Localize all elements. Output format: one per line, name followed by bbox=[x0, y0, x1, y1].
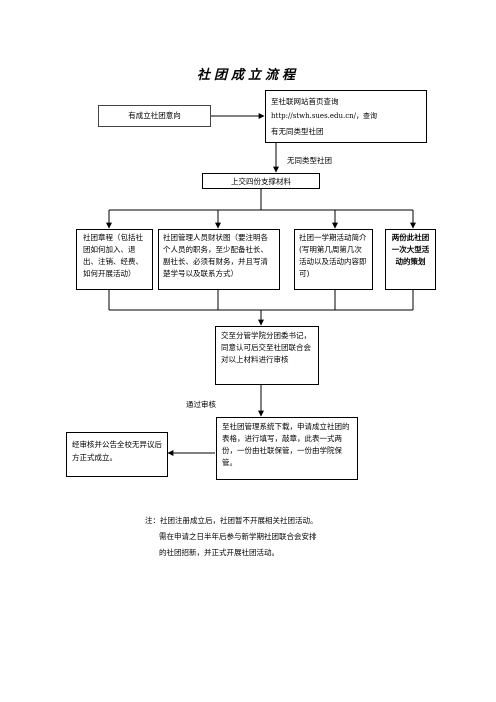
check-site-line2: http://stwh.sues.edu.cn/，查询 bbox=[271, 112, 378, 120]
check-site-box: 至社联网站首页查询 http://stwh.sues.edu.cn/，查询 有无… bbox=[265, 90, 427, 143]
material-activity-box: 社团一学期活动简介(写明第几周第几次活动以及活动内容即可) bbox=[294, 229, 373, 290]
submit-four-text: 上交四份支撑材料 bbox=[231, 177, 291, 186]
passed-review-label: 通过审核 bbox=[186, 400, 216, 409]
approval-box: 经审核并公告全校无异议后方正式成立。 bbox=[66, 432, 168, 477]
material-management-text: 社团管理人员财状图（要注明各个人员的职务，至少配备社长、副社长、必须有财务，并且… bbox=[163, 233, 268, 278]
download-form-box: 至社团管理系统下载，申请成立社团的表格，进行填写，敲章，此表一式两份，一份由社联… bbox=[216, 417, 358, 480]
material-activity-text: 社团一学期活动简介(写明第几周第几次活动以及活动内容即可) bbox=[299, 233, 367, 278]
check-site-line3: 有无同类型社团 bbox=[271, 127, 324, 136]
no-same-type-label: 无同类型社团 bbox=[287, 156, 332, 165]
material-charter-box: 社团章程（包括社团如何加入、退出、注销、经费、如何开展活动） bbox=[76, 229, 153, 290]
approval-text: 经审核并公告全校无异议后方正式成立。 bbox=[72, 440, 162, 462]
note-line1: 注：社团注册成立后，社团暂不开展相关社团活动。 bbox=[145, 516, 318, 525]
intent-text: 有成立社团意向 bbox=[128, 111, 181, 120]
material-management-box: 社团管理人员财状图（要注明各个人员的职务，至少配备社长、副社长、必须有财务，并且… bbox=[158, 229, 280, 290]
note-line2: 需在申请之日半年后参与新学期社团联合会安排 bbox=[159, 532, 317, 541]
material-plan-box: 两份此社团一次大型活动的策划 bbox=[385, 229, 436, 290]
check-site-line1: 至社联网站首页查询 bbox=[271, 97, 339, 106]
submit-four-box: 上交四份支撑材料 bbox=[202, 173, 320, 189]
page-title: 社团成立流程 bbox=[196, 68, 299, 83]
note-line3: 的社团招新，并正式开展社团活动。 bbox=[159, 548, 279, 557]
committee-review-box: 交至分管学院分团委书记，同意认可后交至社团联合会对以上材料进行审核 bbox=[215, 326, 319, 385]
download-form-text: 至社团管理系统下载，申请成立社团的表格，进行填写，敲章，此表一式两份，一份由社联… bbox=[222, 422, 350, 467]
committee-review-text: 交至分管学院分团委书记，同意认可后交至社团联合会对以上材料进行审核 bbox=[221, 331, 311, 364]
material-charter-text: 社团章程（包括社团如何加入、退出、注销、经费、如何开展活动） bbox=[83, 233, 143, 278]
material-plan-text: 两份此社团一次大型活动的策划 bbox=[391, 233, 430, 266]
intent-box: 有成立社团意向 bbox=[98, 105, 211, 127]
